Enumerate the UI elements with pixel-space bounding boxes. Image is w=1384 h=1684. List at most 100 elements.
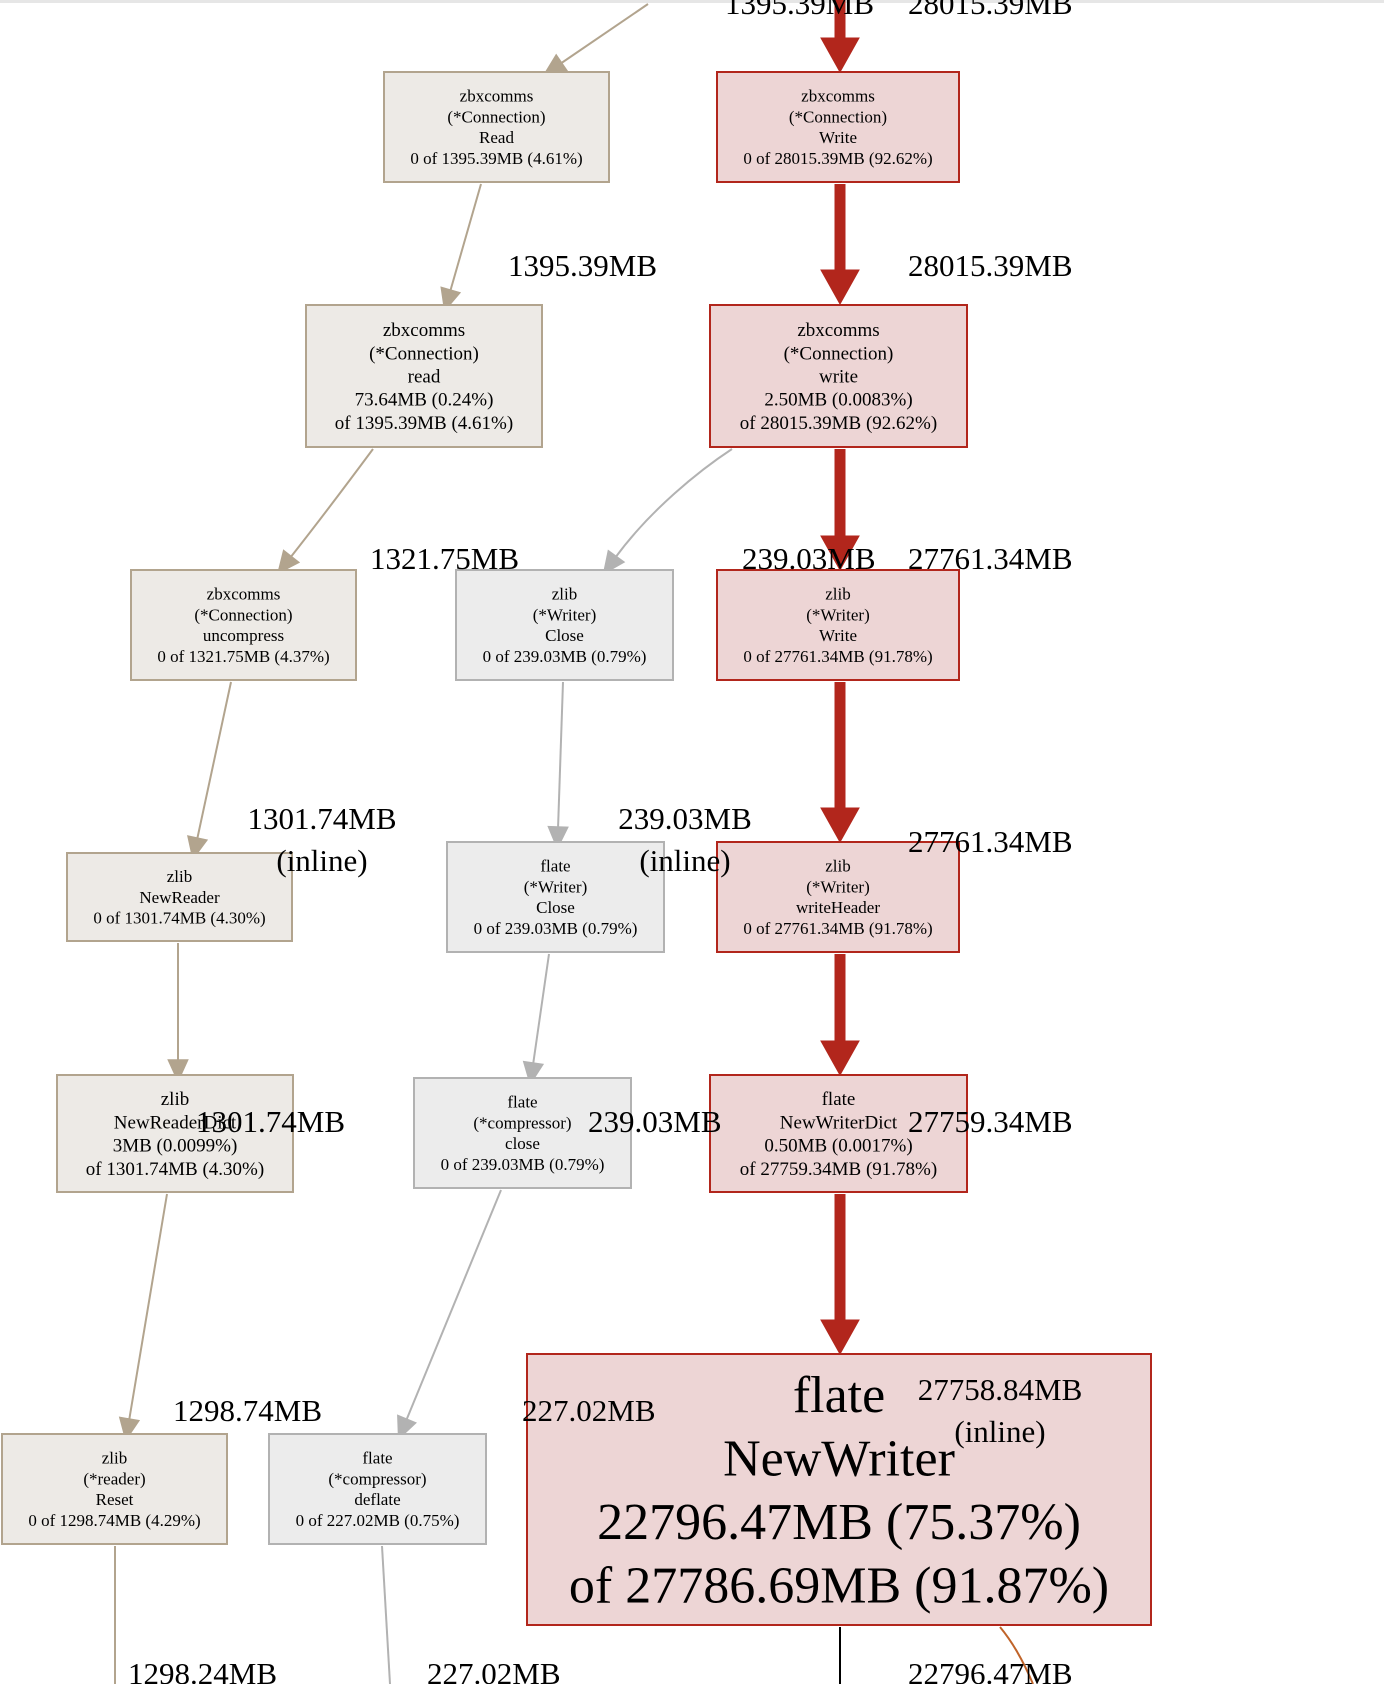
node-box [526,1353,1152,1626]
edge-label: 227.02MB [427,1656,561,1684]
node-label-line: NewWriterDict [780,1112,898,1133]
node-label-line: (*Writer) [806,605,870,624]
node-label-line: 0 of 28015.39MB (92.62%) [743,149,932,168]
edge-arrowhead [820,269,860,306]
edge-label: 27759.34MB [908,1104,1073,1139]
edge-label: 239.03MB [618,801,752,836]
node-label-line: zlib [102,1449,128,1468]
node-label-line: zbxcomms [797,320,879,341]
edge-arrowhead [820,807,860,844]
edge-arrowhead [820,1040,860,1077]
edge-arrowhead [276,549,301,575]
node-box [716,71,960,183]
edge-label: (inline) [954,1414,1045,1449]
node-label-line: 0 of 227.02MB (0.75%) [296,1511,460,1530]
edge-arrowhead [820,535,860,572]
edge-arrowhead [522,1060,545,1086]
node-label-line: 3MB (0.0099%) [113,1136,238,1157]
edge-label: 22796.47MB [908,1656,1073,1684]
node-label-line: of 1301.74MB (4.30%) [86,1159,264,1180]
node-label-line: NewReader [139,888,220,907]
top-border [0,0,1384,3]
node-label-line: 0 of 1395.39MB (4.61%) [410,149,582,168]
node-label-line: zbxcomms [801,87,875,106]
edge-label: 1301.74MB [248,801,397,836]
node-box [56,1074,294,1193]
node-label-line: zlib [167,867,193,886]
edge-line [405,1189,502,1422]
node-box [305,304,543,448]
edge-line [381,1545,391,1684]
node-label-line: Write [819,128,857,147]
node-label-line: (*Writer) [533,605,597,624]
edge-label: 28015.39MB [908,248,1073,283]
node-label-line: NewReaderDict [114,1112,237,1133]
node-label-line: zlib [161,1089,190,1110]
edge-label: 1298.74MB [173,1393,322,1428]
node-label-line: (*compressor) [473,1113,571,1132]
node-box [716,569,960,681]
edge-line [128,1193,168,1422]
node-label-line: Close [536,898,575,917]
node-box [1,1433,228,1545]
node-conn-write-cap[interactable]: zbxcomms(*Connection) Write 0 of 28015.39M… [716,71,960,183]
edge-line [559,3,649,65]
edge-arrowhead [547,825,569,850]
node-label-line: flate [540,857,570,876]
edge-arrowhead [602,549,626,575]
node-label-line: 0 of 239.03MB (0.79%) [441,1155,605,1174]
node-label-line: (*Connection) [194,605,292,624]
edge-line [557,681,564,830]
node-label-line: close [505,1134,540,1153]
node-label-line: zlib [825,857,851,876]
node-box [66,852,293,942]
node-label-line: 0 of 27761.34MB (91.78%) [743,647,932,666]
edge-label: 27761.34MB [908,824,1073,859]
edge-label: 27758.84MB [918,1372,1083,1407]
node-label-line: uncompress [203,626,284,645]
node-box [130,569,357,681]
node-label-line: flate [793,1367,885,1424]
edge-arrowhead [820,37,860,74]
edge-line [289,448,374,559]
node-box [413,1077,632,1189]
node-label-line: NewWriter [723,1431,955,1488]
node-label-line: 0 of 1321.75MB (4.37%) [157,647,329,666]
node-label-line: (*Connection) [447,107,545,126]
edge-label: 1395.39MB [725,0,874,21]
node-label-line: (*Connection) [784,343,894,364]
node-box [383,71,610,183]
edge-arrowhead [820,1319,860,1356]
node-label-line: zlib [825,585,851,604]
edge-label: 239.03MB [742,541,876,576]
node-label-line: flate [362,1449,392,1468]
node-box [268,1433,487,1545]
node-label-line: (*Connection) [789,107,887,126]
edge-label: 1321.75MB [370,541,519,576]
edge-line [999,1626,1034,1684]
node-label-line: flate [822,1089,856,1110]
node-label-line: of 27786.69MB (91.87%) [569,1557,1109,1614]
node-label-line: (*reader) [83,1469,145,1488]
node-box [716,841,960,953]
edge-label: 239.03MB [588,1104,722,1139]
node-label-line: writeHeader [796,898,880,917]
edge-label: (inline) [639,843,730,878]
node-label-line: Reset [96,1490,134,1509]
